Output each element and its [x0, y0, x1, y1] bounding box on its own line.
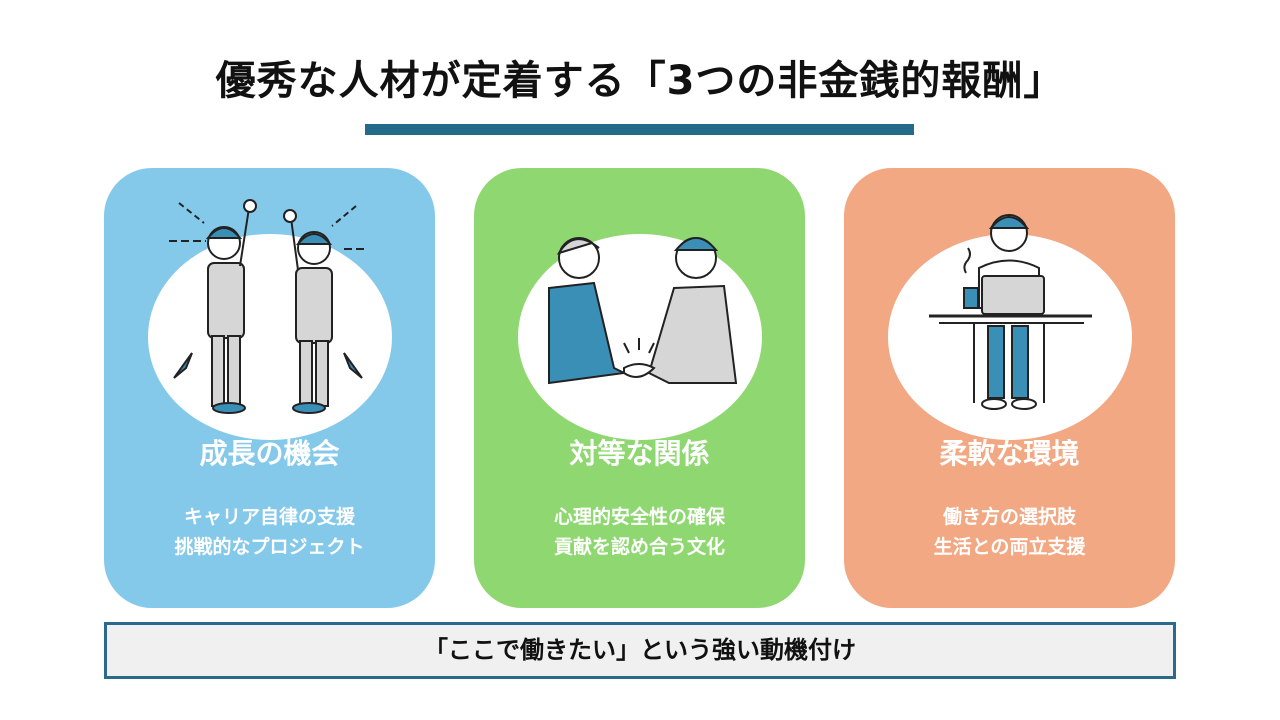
card-line: 貢献を認め合う文化 [553, 536, 725, 558]
card-heading: 柔軟な環境 [939, 437, 1080, 470]
illustration-background [148, 234, 392, 440]
card-line: 働き方の選択肢 [942, 506, 1076, 528]
card-line: 生活との両立支援 [933, 536, 1086, 558]
card-relationship: 対等な関係 心理的安全性の確保 貢献を認め合う文化 [474, 168, 805, 608]
card-heading: 成長の機会 [199, 437, 340, 470]
remote-work-icon [929, 214, 1092, 410]
conclusion-box: 「ここで働きたい」という強い動機付け [104, 622, 1176, 679]
card-line: キャリア自律の支援 [183, 506, 355, 528]
card-heading: 対等な関係 [569, 437, 710, 470]
card-growth: 成長の機会 キャリア自律の支援 挑戦的なプロジェクト [104, 168, 435, 608]
cheering-people-icon [169, 199, 368, 414]
card-line: 心理的安全性の確保 [553, 506, 725, 528]
card-line: 挑戦的なプロジェクト [174, 536, 365, 558]
title-underline [365, 124, 914, 135]
handshake-icon [548, 237, 738, 385]
page-title: 優秀な人材が定着する「3つの非金銭的報酬」 [215, 58, 1065, 104]
card-environment: 柔軟な環境 働き方の選択肢 生活との両立支援 [844, 168, 1175, 608]
